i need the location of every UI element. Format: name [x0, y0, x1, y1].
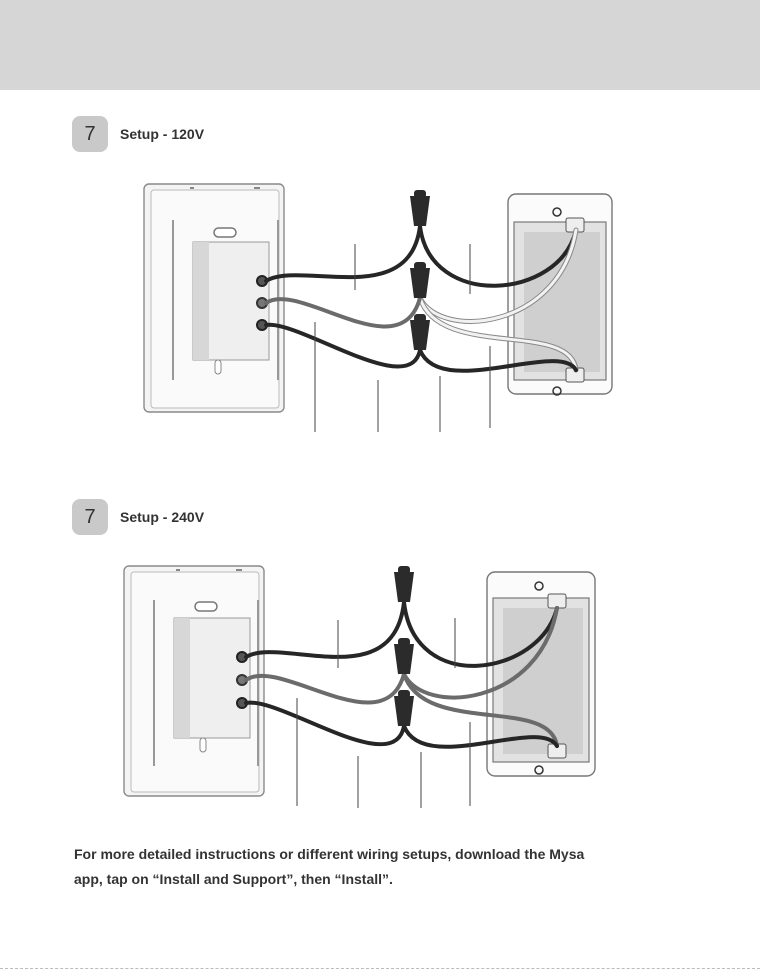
wiring-diagram-240v: [0, 556, 760, 836]
footer-line-2: app, tap on “Install and Support”, then …: [74, 867, 634, 892]
step-number-badge: 7: [72, 116, 108, 152]
step-title-120v: Setup - 120V: [120, 126, 204, 142]
thermostat-device-icon: [144, 184, 284, 412]
top-banner: [0, 0, 760, 90]
footer-line-1: For more detailed instructions or differ…: [74, 842, 634, 867]
wiring-diagram-120v: [0, 170, 760, 470]
callout-leader-lines: [315, 244, 490, 432]
wire-nut-icon: [410, 190, 430, 350]
bottom-divider: [0, 968, 760, 970]
wire-nut-icon: [394, 566, 414, 726]
footer-instructions: For more detailed instructions or differ…: [74, 842, 634, 892]
step-title-240v: Setup - 240V: [120, 509, 204, 525]
step-number-badge: 7: [72, 499, 108, 535]
step-number: 7: [84, 123, 95, 146]
thermostat-device-icon: [124, 566, 264, 796]
electrical-box-icon: [487, 572, 595, 776]
step-number: 7: [84, 506, 95, 529]
